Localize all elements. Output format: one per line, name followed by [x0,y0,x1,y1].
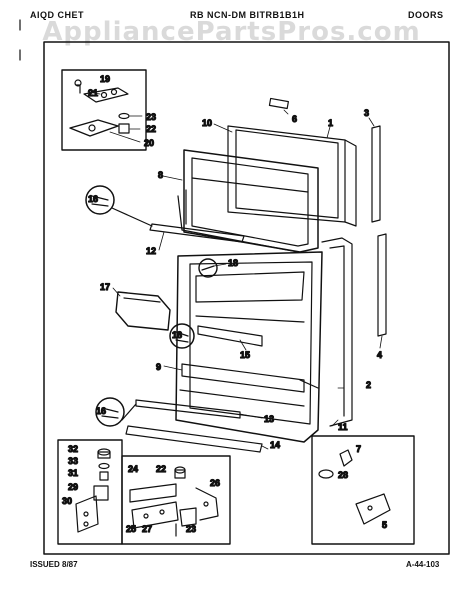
callout-17: 17 [100,282,110,292]
callout-32: 32 [68,444,78,454]
callout-7: 7 [356,444,361,454]
detail-circle-upper [85,185,153,227]
callout-33: 33 [68,456,78,466]
hinge-strip-lower [377,233,387,337]
bottom-bar [125,425,263,453]
detail-circle-lower [95,397,137,427]
callout-22-top: 22 [146,124,156,134]
callout-12: 12 [146,246,156,256]
hinge-strip-upper [371,125,381,223]
footer-issued-date: ISSUED 8/87 [30,560,78,569]
callout-24: 24 [128,464,138,474]
freezer-shelf-bar [149,223,245,243]
footer-diagram-code: A-44-103 [406,560,440,569]
callout-16-lower: 16 [96,406,106,416]
callout-10: 10 [202,118,212,128]
leader-lines [87,91,383,450]
callout-18-lower: 18 [172,330,182,340]
callout-19: 19 [100,74,110,84]
callout-11: 11 [338,422,348,432]
detail-circle-18 [198,258,218,278]
door-bin [115,291,171,331]
header-section-title: DOORS [408,10,444,20]
callout-27: 27 [142,524,152,534]
callout-5: 5 [382,520,387,530]
callout-26: 26 [210,478,220,488]
callout-22-bottom: 22 [156,464,166,474]
callout-31: 31 [68,468,78,478]
fresh-food-door-liner [175,251,323,443]
diagram-frame [43,41,450,555]
freezer-door-liner [177,149,319,253]
callout-6: 6 [292,114,297,124]
top-hinge-inset [61,69,147,151]
bottom-right-inset [311,435,415,545]
bottom-bracket-inset [121,455,231,545]
header-model-center: RB NCN-DM BITRB1B1H [190,10,305,20]
callout-14: 14 [270,440,280,450]
callout-28: 28 [338,470,348,480]
clip-part [268,97,289,110]
callout-4: 4 [377,350,382,360]
callout-18-upper: 18 [228,258,238,268]
callout-2: 2 [366,380,371,390]
callout-30: 30 [62,496,72,506]
lower-trim-bar [135,399,241,419]
callout-29: 29 [68,482,78,492]
callout-23-bottom: 23 [186,524,196,534]
callout-16-upper: 16 [88,194,98,204]
callout-1: 1 [328,118,333,128]
callout-25: 25 [126,524,136,534]
callout-3: 3 [364,108,369,118]
callout-23-top: 23 [146,112,156,122]
bottom-hinge-inset [57,439,123,545]
door-outer-panel [227,125,357,427]
callout-8: 8 [158,170,163,180]
callout-13: 13 [264,414,274,424]
detail-circle-middle [169,323,195,349]
callout-9: 9 [156,362,161,372]
callout-21: 21 [88,88,98,98]
callout-20: 20 [144,138,154,148]
header-model-left: AIQD CHET [30,10,84,20]
callout-15: 15 [240,350,250,360]
